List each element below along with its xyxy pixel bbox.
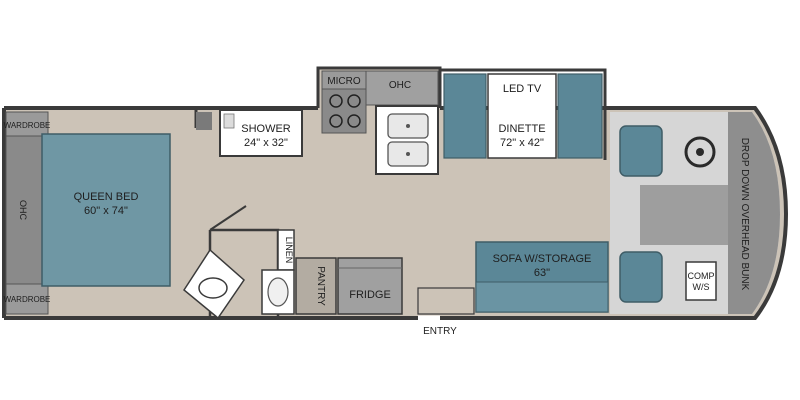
pantry (295, 257, 337, 315)
ws-label: W/S (693, 282, 710, 292)
led-tv-label: LED TV (503, 83, 542, 95)
bunk-label: DROP DOWN OVERHEAD BUNK (739, 138, 750, 291)
ohc-kitchen-cabinet (365, 70, 439, 106)
sofa-size: 63" (534, 267, 550, 279)
queen-bed (41, 133, 171, 287)
sofa-back (475, 281, 609, 313)
steering-wheel-icon (684, 136, 716, 168)
sofa-label: SOFA W/STORAGE (493, 253, 592, 265)
entry-label: ENTRY (423, 326, 457, 337)
dinette-slide-wall (440, 68, 607, 160)
comp-ws-box (685, 261, 717, 301)
burner-icon (347, 114, 361, 128)
bathroom-door (209, 205, 247, 231)
slideout-wall (316, 66, 442, 108)
pantry-label: PANTRY (315, 266, 326, 306)
ohc-kitchen-label: OHC (389, 80, 411, 91)
ohc-left-cabinet (5, 135, 43, 285)
wardrobe-bottom-label: WARDROBE (4, 295, 51, 304)
dinette-table (487, 73, 557, 159)
drain-icon (406, 124, 410, 128)
queen-bed-size: 60" x 74" (84, 205, 128, 217)
stove-top (321, 88, 367, 134)
passenger-seat (619, 251, 663, 303)
linen-label: LINEN (284, 237, 294, 264)
dinette-seat-right (557, 73, 603, 159)
burner-icon (329, 114, 343, 128)
toilet (198, 277, 228, 299)
cab-console (640, 185, 728, 245)
dinette-seat-left (443, 73, 487, 159)
lavatory-basin (267, 277, 289, 307)
steering-hub (696, 148, 704, 156)
burner-icon (347, 94, 361, 108)
drain-icon (406, 152, 410, 156)
dinette-size: 72" x 42" (500, 137, 544, 149)
driver-seat (619, 125, 663, 177)
ohc-left-label: OHC (18, 200, 28, 221)
burner-icon (329, 94, 343, 108)
shower-size: 24" x 32" (244, 137, 288, 149)
entry-step (417, 287, 475, 315)
comp-label: COMP (688, 271, 715, 281)
nightstand (196, 112, 212, 130)
shower-seat (223, 113, 235, 129)
queen-bed-label: QUEEN BED (74, 191, 139, 203)
dinette-label: DINETTE (498, 123, 545, 135)
overhead-bunk (728, 112, 780, 314)
micro-label: MICRO (327, 76, 361, 87)
fridge (337, 257, 403, 315)
wardrobe-top-label: WARDROBE (4, 121, 51, 130)
exterior-wall (2, 106, 789, 320)
shower-label: SHOWER (241, 123, 291, 135)
fridge-label: FRIDGE (349, 289, 391, 301)
